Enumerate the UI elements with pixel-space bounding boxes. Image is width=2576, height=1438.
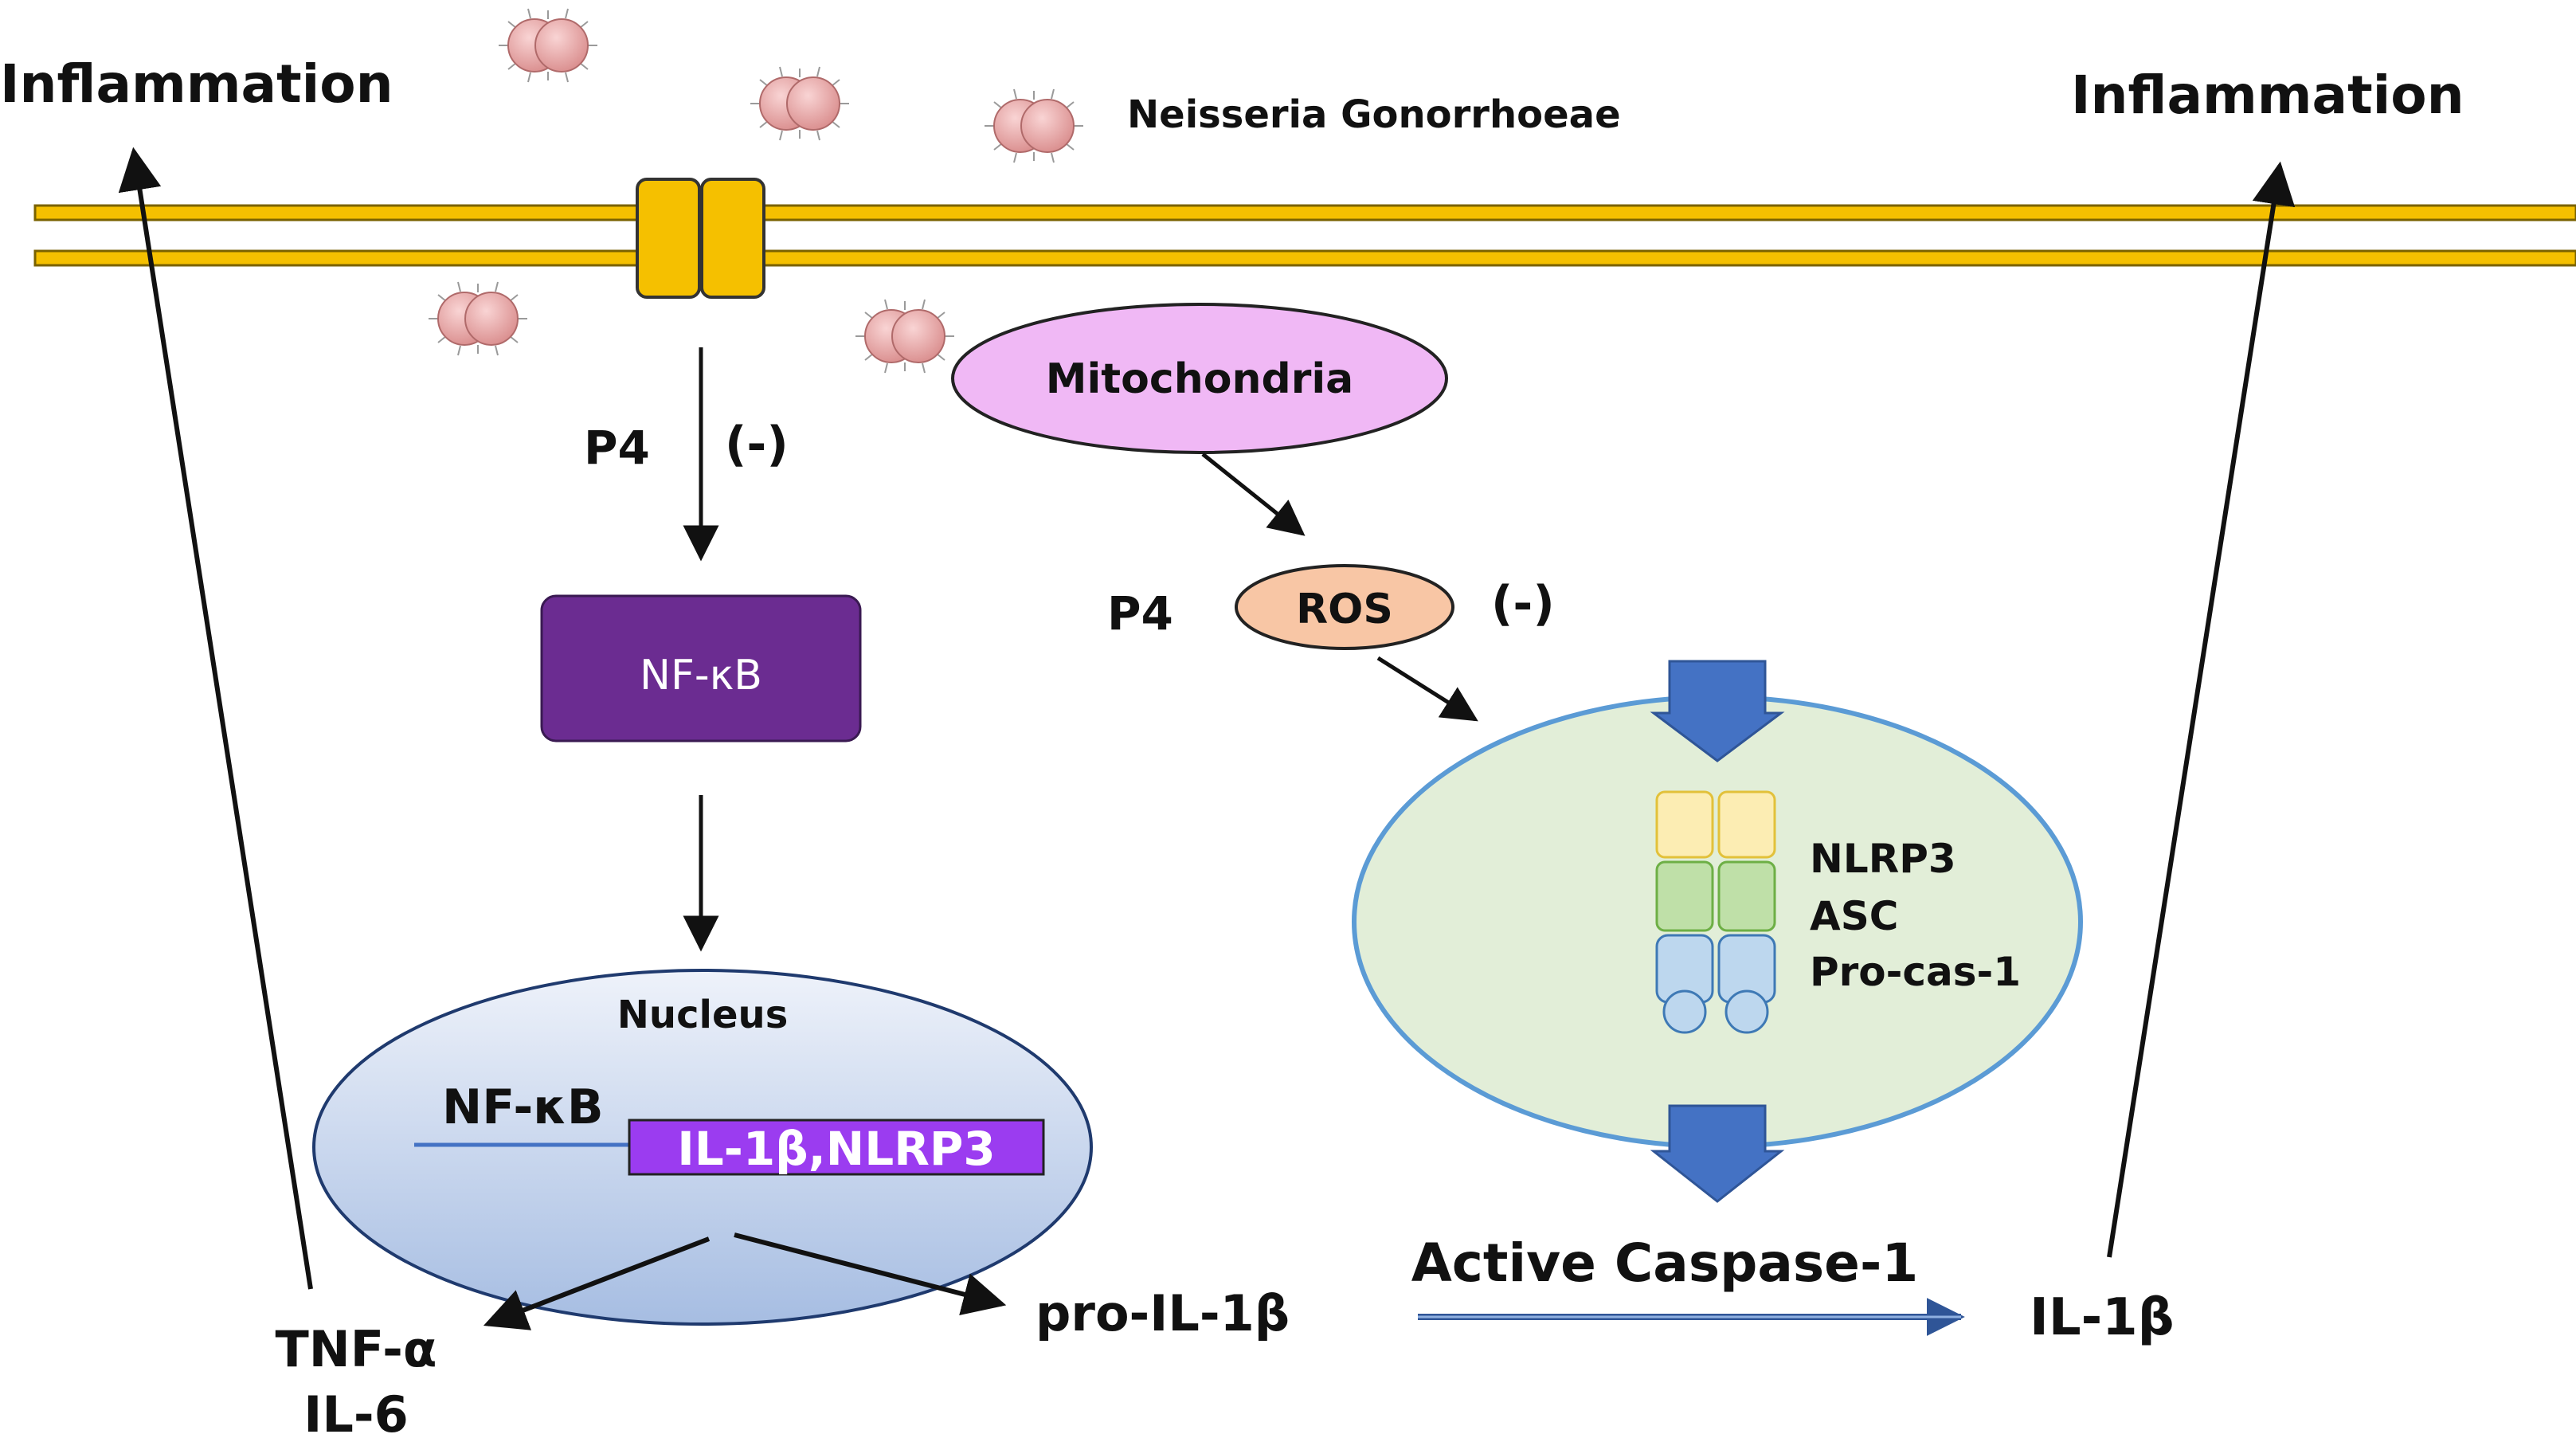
asc-label: ASC: [1810, 893, 1898, 939]
nfkb-box: [540, 594, 862, 743]
membrane-receptor-icon: [636, 178, 765, 299]
cell-membrane: [33, 204, 2576, 267]
bacteria-label: Neisseria Gonorrhoeae: [1127, 92, 1621, 137]
pro-il1b-label: pro-IL-1β: [1035, 1284, 1290, 1342]
p4-label-right: P4: [1107, 586, 1173, 641]
pro-cas-1-label: Pro-cas-1: [1810, 949, 2021, 995]
mitochondria-label: Mitochondria: [1046, 355, 1354, 403]
gene-box-label: IL-1β,NLRP3: [677, 1122, 996, 1176]
inflammasome-complex: [1655, 790, 1776, 1034]
pro-caspase-domain: [1725, 989, 1769, 1034]
diplococcus-icon: [855, 299, 955, 374]
nucleus-label: Nucleus: [617, 993, 789, 1037]
inflammation-label-right: Inflammation: [2071, 65, 2464, 126]
diplococcus-icon: [750, 66, 850, 141]
nlrp3-label: NLRP3: [1810, 836, 1956, 882]
down-arrow-into-inflammasome: [1650, 660, 1785, 762]
nlrp3-block: [1717, 790, 1776, 859]
tnf-alpha-label: TNF-α: [276, 1320, 437, 1378]
asc-block: [1655, 860, 1714, 932]
inhibit-label-left: (-): [725, 417, 789, 472]
tnf-to-inflammation-arrow: [118, 147, 313, 1290]
diplococcus-icon: [428, 281, 528, 356]
p4-label-left: P4: [584, 421, 650, 475]
active-caspase-1-label: Active Caspase-1: [1411, 1232, 1919, 1294]
nucleus-to-tnf-arrow: [483, 1236, 711, 1330]
down-arrow-out-of-inflammasome: [1650, 1104, 1785, 1203]
ros: [1235, 564, 1454, 650]
mitochondria-to-ros-arrow: [1201, 453, 1306, 536]
ros-to-inflammasome-arrow: [1376, 656, 1478, 722]
diplococcus-icon: [498, 8, 598, 83]
il1b-to-inflammation-arrow: [2107, 161, 2296, 1258]
inflammasome-compartment: [1352, 695, 2083, 1149]
gene-box: [628, 1119, 1045, 1176]
pro-caspase-domain: [1662, 989, 1707, 1034]
il1b-label: IL-1β: [2030, 1288, 2175, 1347]
nfkb-box-label: NF-κB: [640, 652, 762, 699]
nucleus-nfkb-label: NF-κB: [442, 1079, 604, 1135]
asc-block: [1717, 860, 1776, 932]
mitochondria: [951, 303, 1448, 454]
diplococcus-icon: [984, 88, 1084, 163]
il6-label: IL-6: [303, 1385, 408, 1438]
nlrp3-block: [1655, 790, 1714, 859]
ros-label: ROS: [1296, 586, 1393, 633]
inhibit-label-right: (-): [1491, 576, 1555, 632]
inflammation-label-left: Inflammation: [0, 53, 393, 115]
nucleus-to-pro-il1b-arrow: [734, 1232, 1007, 1315]
